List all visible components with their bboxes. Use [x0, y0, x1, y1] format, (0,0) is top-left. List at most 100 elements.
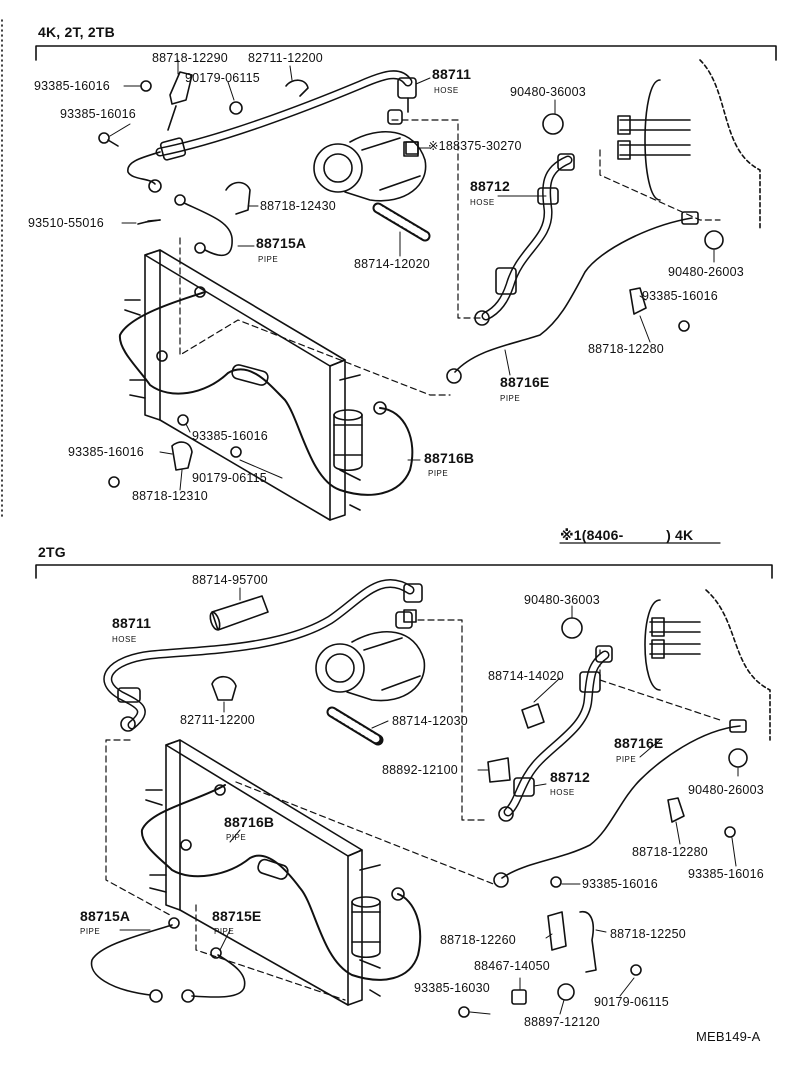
part-label: 90179-06115 — [594, 995, 669, 1009]
part-label: 88718-12290 — [152, 51, 228, 65]
bottom-grommet-26003 — [728, 748, 748, 768]
part-label: 88718-12260 — [440, 933, 516, 947]
part-label: 88715A — [256, 235, 307, 251]
bottom-section-bracket — [35, 564, 773, 579]
part-label: 88718-12310 — [132, 489, 208, 503]
bottom-sleeve-95700 — [209, 595, 269, 631]
part-label: 82711-12200 — [248, 51, 323, 65]
part-sublabel: PIPE — [226, 833, 247, 842]
part-label: 93385-16030 — [414, 981, 490, 995]
part-label: 88711 — [432, 66, 472, 82]
bottom-sleeve-14020 — [521, 703, 545, 729]
part-label: 90480-36003 — [510, 85, 586, 99]
part-label: 93385-16016 — [688, 867, 764, 881]
part-label: 88714-12030 — [392, 714, 468, 728]
part-label: 90480-26003 — [668, 265, 744, 279]
part-label: 88467-14050 — [474, 959, 550, 973]
top-small-parts — [108, 219, 242, 488]
part-label: 88715A — [80, 908, 131, 924]
part-label: 88712 — [470, 178, 510, 194]
top-section-bracket — [35, 45, 777, 61]
bottom-grommet-36003 — [561, 617, 583, 639]
part-sublabel: PIPE — [80, 927, 101, 936]
part-label: 90480-36003 — [524, 593, 600, 607]
bottom-evaporator — [644, 589, 771, 741]
bottom-pipe-88715e — [181, 947, 246, 1003]
bottom-hose-88711 — [103, 579, 423, 732]
top-spring-88714 — [372, 202, 431, 242]
bottom-receiver — [351, 896, 381, 959]
bottom-small-parts — [458, 911, 642, 1018]
part-label: 93385-16016 — [582, 877, 658, 891]
bottom-clamp-88892 — [487, 757, 511, 783]
top-evaporator — [617, 59, 761, 231]
top-pipe-88716b — [118, 286, 414, 496]
part-label: 88715E — [212, 908, 262, 924]
top-clamp-12280 — [629, 287, 647, 315]
section-title-bottom: 2TG — [38, 544, 66, 560]
applicability-note: ※1(8406- ) 4K — [560, 527, 694, 543]
part-label: 88714-12020 — [354, 257, 430, 271]
bottom-clamp-12280 — [667, 797, 685, 823]
bottom-hose-88712 — [498, 645, 613, 822]
part-label: ※188375-30270 — [428, 139, 522, 153]
part-label: 90179-06115 — [192, 471, 267, 485]
part-sublabel: HOSE — [434, 86, 459, 95]
top-condenser — [124, 249, 361, 521]
top-receiver — [333, 409, 363, 472]
bottom-clamp-82711 — [211, 675, 237, 701]
bottom-bolt-16016-m — [550, 876, 562, 888]
top-grommet-36003 — [542, 113, 564, 135]
bottom-bolt-16016-r — [724, 826, 736, 838]
bottom-leaders — [119, 587, 739, 1015]
bottom-pipe-88716e — [493, 719, 747, 888]
part-label: 93385-16016 — [642, 289, 718, 303]
top-clamps — [98, 71, 309, 225]
part-label: 88711 — [112, 615, 152, 631]
top-compressor — [313, 131, 427, 202]
part-label: 82711-12200 — [180, 713, 255, 727]
part-sublabel: HOSE — [470, 198, 495, 207]
top-leaders — [109, 59, 715, 491]
top-hose-88711 — [127, 70, 417, 193]
section-title-top: 4K, 2T, 2TB — [38, 24, 115, 40]
bottom-lead-lines — [105, 619, 721, 1001]
part-label: 88892-12100 — [382, 763, 458, 777]
part-label: 90179-06115 — [185, 71, 260, 85]
part-sublabel: PIPE — [428, 469, 449, 478]
top-bolt-16016-r — [678, 320, 690, 332]
part-label: 93385-16016 — [60, 107, 136, 121]
top-lead-lines — [179, 119, 721, 396]
top-pipe-88716e — [446, 211, 699, 384]
part-sublabel: PIPE — [500, 394, 521, 403]
part-label: 88716B — [424, 450, 475, 466]
bottom-condenser — [145, 739, 381, 1006]
part-sublabel: HOSE — [550, 788, 575, 797]
part-label: 93385-16016 — [68, 445, 144, 459]
part-label: 88718-12280 — [632, 845, 708, 859]
bottom-compressor — [315, 609, 426, 702]
figure-code: MEB149-A — [696, 1029, 761, 1044]
part-label: 88716E — [500, 374, 550, 390]
part-label: 90480-26003 — [688, 783, 764, 797]
part-sublabel: PIPE — [214, 927, 235, 936]
top-pipe-88715a — [174, 194, 233, 256]
part-label: 88718-12430 — [260, 199, 336, 213]
bottom-spring-88714-12030 — [326, 706, 384, 746]
part-label: 88716B — [224, 814, 275, 830]
part-label: 88718-12280 — [588, 342, 664, 356]
part-label: 88712 — [550, 769, 590, 785]
bottom-pipe-88715a — [90, 917, 180, 1003]
part-sublabel: PIPE — [258, 255, 279, 264]
part-label: 88897-12120 — [524, 1015, 600, 1029]
part-label: 93510-55016 — [28, 216, 104, 230]
part-label: 88718-12250 — [610, 927, 686, 941]
bottom-pipe-88716b — [140, 784, 422, 981]
part-sublabel: PIPE — [616, 755, 637, 764]
part-label: 93385-16016 — [34, 79, 110, 93]
top-grommet-26003 — [704, 230, 724, 250]
part-label: 88716E — [614, 735, 664, 751]
part-label: 88714-14020 — [488, 669, 564, 683]
